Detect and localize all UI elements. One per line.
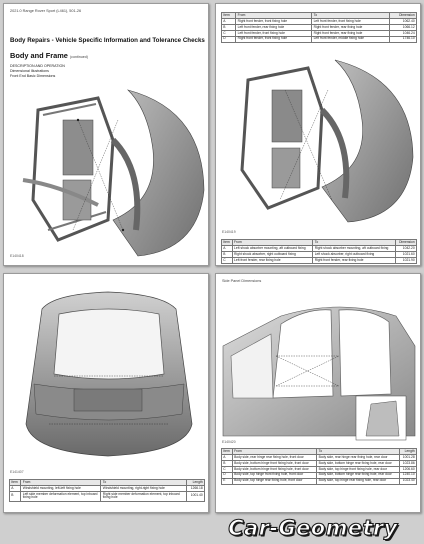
col-length: Length [399, 448, 417, 455]
dimension-table-shock-absorbers: Item From To Dimension A Left shock abso… [221, 239, 417, 264]
length-table-rear: Item From To Length A Windshield mountin… [8, 479, 205, 502]
cell-from: Body side, bottom hinge front fixing hol… [231, 465, 318, 473]
cell-from: Left front fender, rear fixing hole [231, 256, 314, 264]
cell-from: Right front fender, front fixing hole [235, 35, 313, 43]
cell-to: Body side, bottom hinge rear fixing hole… [316, 471, 401, 479]
table-row: A Windshield mounting, left-left fixing … [8, 484, 205, 492]
table-row: C Body side, bottom hinge front fixing h… [221, 465, 417, 473]
col-to: To [316, 448, 401, 455]
cell-length: 1023.40 [399, 477, 417, 485]
cell-length: 1206.60 [399, 465, 417, 473]
subheading-description: DESCRIPTION AND OPERATION [10, 64, 65, 68]
table-row: B Body side, bottom hinge front fixing h… [221, 459, 417, 467]
figure-id: E140418 [10, 254, 24, 258]
length-table-side: Item From To Length A Body side, rear hi… [221, 448, 417, 485]
page-title-text: Body and Frame [10, 51, 68, 60]
cell-to: Right side member deformation element, t… [100, 490, 188, 502]
table-row: B Left front fender, rear fixing hole Ri… [220, 23, 418, 31]
col-item: Item [8, 479, 22, 486]
cell-length: 1023.86 [399, 459, 417, 467]
side-panel-illustration [222, 306, 416, 441]
car-geometry-logo: Car-Geometry [228, 515, 398, 540]
manual-page-front-end: 2021.0 Range Rover Sport (L461), 501-26 … [3, 3, 209, 266]
cell-dimension: 1021.60 [395, 250, 417, 258]
page-title: Body and Frame (continued) [10, 51, 88, 60]
page-title-suffix: (continued) [69, 55, 88, 59]
table-row: B Left side member deformation element, … [8, 490, 205, 502]
cell-to: Left front fender, middle fixing hole [311, 35, 390, 43]
cell-item: B [8, 490, 22, 502]
figure-id: E140420 [222, 440, 236, 444]
figure-id: E141407 [10, 470, 24, 474]
table-row: A Body side, rear hinge rear fixing hole… [221, 453, 417, 461]
col-item: Item [220, 12, 237, 19]
table-row: E Body side, top hinge rear fixing hole,… [221, 477, 417, 485]
cell-item: C [221, 256, 233, 264]
table-row: D Right front fender, front fixing hole … [220, 35, 418, 43]
col-from: From [231, 448, 318, 455]
cell-to: Right front fender, rear fixing hole [312, 256, 397, 264]
section-title: Body Repairs - Vehicle Specific Informat… [10, 37, 205, 44]
figure-id: E140419 [222, 230, 236, 234]
cell-dimension: 1746.10 [388, 35, 418, 43]
manual-page-rear-end: E141407 Item From To Length A Windshield… [3, 273, 209, 513]
cell-length: 1266.18 [186, 484, 205, 492]
cell-length: 1001.40 [186, 490, 205, 502]
table-row: D Body side, top hinge front fixing hole… [221, 471, 417, 479]
section-heading: Side Panel Dimensions [222, 279, 262, 283]
page-header: 2021.0 Range Rover Sport (L461), 501-26 [10, 9, 82, 13]
col-dimension: Dimension [388, 12, 418, 19]
rear-body-illustration [25, 291, 193, 457]
cell-to: Body side, top hinge front fixing hole, … [316, 465, 401, 473]
cell-to: Body side, top hinge rear fixing hole, r… [316, 477, 401, 485]
table-row: B Right shock absorber, right outboard f… [221, 250, 417, 258]
col-length: Length [186, 479, 205, 486]
front-end-frame-illustration [22, 89, 205, 257]
cell-from: Body side, top hinge front fixing hole, … [231, 471, 318, 479]
table-row: A Right front fender, front fixing hole … [220, 17, 418, 25]
cell-to: Left shock absorber, right outboard fixi… [312, 250, 397, 258]
cell-to: Windshield mounting, right-right fixing … [100, 484, 188, 492]
cell-to: Body side, bottom hinge rear fixing hole… [316, 459, 401, 467]
cell-dimension: 1021.90 [395, 256, 417, 264]
manual-page-shock-towers: Item From To Dimension A Right front fen… [215, 3, 421, 266]
cell-from: Body side, top hinge rear fixing hole, f… [231, 477, 318, 485]
cell-length: 1001.28 [399, 453, 417, 461]
shock-tower-illustration [240, 59, 414, 223]
cell-dimension: 1062.40 [388, 17, 418, 25]
cell-from: Left side member deformation element, to… [20, 490, 102, 502]
subheading-front-end: Front End Basic Dimensions [10, 74, 56, 78]
cell-from: Windshield mounting, left-left fixing ho… [20, 484, 102, 492]
cell-item: E [221, 477, 233, 485]
cell-item: B [220, 23, 237, 31]
manual-page-side-panel: Side Panel Dimensions E140420 Item From … [215, 273, 421, 513]
cell-dimension: 1066.12 [388, 23, 418, 31]
subheading-dimensional: Dimensional Illustrations [10, 69, 49, 73]
cell-from: Body side, bottom hinge front fixing hol… [231, 459, 318, 467]
cell-to: Body side, rear hinge rear fixing hole, … [316, 453, 401, 461]
cell-item: A [220, 17, 237, 25]
dimension-table-fenders: Item From To Dimension A Right front fen… [220, 12, 418, 43]
table-row: C Left front fender, rear fixing hole Ri… [221, 256, 417, 264]
cell-item: D [220, 35, 237, 43]
col-to: To [100, 479, 188, 486]
cell-item: A [8, 484, 22, 492]
cell-length: 1240.10 [399, 471, 417, 479]
cell-from: Body side, rear hinge rear fixing hole, … [231, 453, 318, 461]
col-from: From [20, 479, 102, 486]
